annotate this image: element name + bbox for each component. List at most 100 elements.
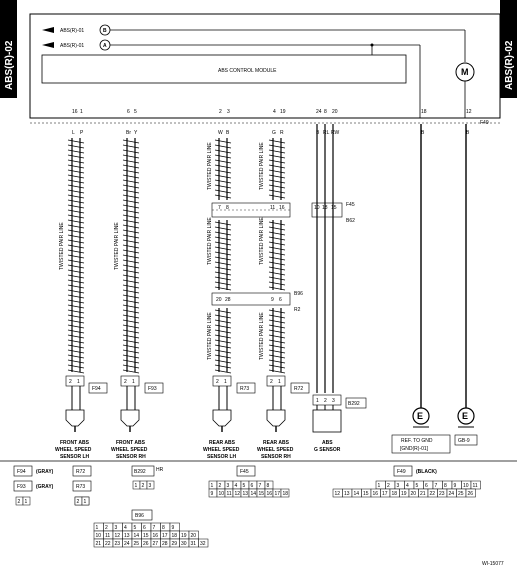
twist-mark [214,314,232,319]
twist-mark [122,264,140,269]
twist-mark [67,359,85,364]
ground-label: REF. TO GND [401,438,433,444]
twist-mark [67,264,85,269]
twist-mark [214,179,232,184]
twist-mark [67,324,85,329]
twist-mark [214,251,232,256]
twist-mark [268,174,286,179]
wire-color: Y [134,130,138,136]
twist-mark [214,276,232,281]
twist-mark [268,246,286,251]
twist-mark [268,271,286,276]
pin-cell-label: 21 [420,491,426,497]
pin-cell-label: 3 [149,483,152,489]
ground-icon [457,407,475,425]
twist-mark [214,261,232,266]
pin-cell-label: 3 [397,483,400,489]
sensor-front-lh [65,409,85,432]
twist-mark [214,221,232,226]
twist-mark [67,254,85,259]
component-label: WHEEL SPEED [203,447,240,453]
twist-mark [268,276,286,281]
pin-cell-label: 11 [227,491,232,497]
twist-mark [214,154,232,159]
pin-label: 28 [225,297,231,303]
twisted-pair-label: TWISTED PAIR LINE [207,312,213,360]
pin-cell-label: 32 [200,541,206,547]
twist-mark [67,279,85,284]
twist-mark [67,249,85,254]
twist-mark [67,354,85,359]
ground-symbol: E [462,411,468,421]
legend-label: B292 [134,469,146,475]
pin-cell-label: 18 [172,533,178,539]
twist-mark [268,309,286,314]
pin-label: 12 [466,109,472,115]
twist-mark [214,354,232,359]
pin-label: 5 [134,109,137,115]
connector-label: B62 [346,218,355,224]
twist-mark [122,209,140,214]
marker-a-text: A [103,43,107,49]
wire-color: R [280,130,284,136]
twist-mark [268,256,286,261]
pin-cell-label: 9 [454,483,457,489]
twist-mark [268,241,286,246]
pin-cell-label: 20 [411,491,417,497]
twist-mark [67,229,85,234]
connector-label: R2 [294,307,301,313]
twist-mark [268,226,286,231]
wire-color: G [272,130,276,136]
twist-mark [268,339,286,344]
connector-label: B96 [294,291,303,297]
pin-cell-label: 10 [219,491,225,497]
legend-label: (BLACK) [416,469,437,475]
twist-mark [268,179,286,184]
twist-mark [67,234,85,239]
pin-cell-label: 11 [473,483,478,489]
pin-cell-label: 6 [425,483,428,489]
twist-mark [214,364,232,369]
pin-cell-label: 1 [211,483,214,489]
pin-cell-label: 12 [235,491,241,497]
twist-mark [122,314,140,319]
motor-symbol: M [461,67,469,77]
ground-label: [GND(R)-01] [400,446,429,452]
twist-mark [122,259,140,264]
twist-mark [122,319,140,324]
pin-cell-label: 1 [96,525,99,531]
pin-cell-label: 5 [416,483,419,489]
twist-mark [214,139,232,144]
pin-cell-label: 22 [430,491,436,497]
pin-label: 1 [132,379,135,385]
pin-label: 16 [72,109,78,115]
legend-label: R73 [76,484,85,490]
pin-cell-label: 5 [243,483,246,489]
f94-connector-tag [88,382,108,394]
twist-mark [67,314,85,319]
twist-mark [122,359,140,364]
pin-label: 8 [324,109,327,115]
twist-mark [122,214,140,219]
r72-connector-tag [290,382,310,394]
twist-mark [214,241,232,246]
component-label: WHEEL SPEED [111,447,148,453]
pin-cell-label: 7 [153,525,156,531]
pin-cell-label: 15 [363,491,369,497]
twisted-pair-label: TWISTED PAIR LINE [207,142,213,190]
twist-mark [67,364,85,369]
twist-mark [67,169,85,174]
sensor-front-rh [120,409,140,432]
pin-cell-label: 29 [172,541,178,547]
twist-mark [122,254,140,259]
pin-cell-label: 28 [162,541,168,547]
twist-mark [122,199,140,204]
pin-cell-label: 14 [251,491,257,497]
pin-cell-label: 23 [439,491,445,497]
side-tab-left [0,0,17,98]
pin-cell-label: 14 [134,533,140,539]
pin-cell-label: 3 [227,483,230,489]
twist-mark [268,369,286,374]
